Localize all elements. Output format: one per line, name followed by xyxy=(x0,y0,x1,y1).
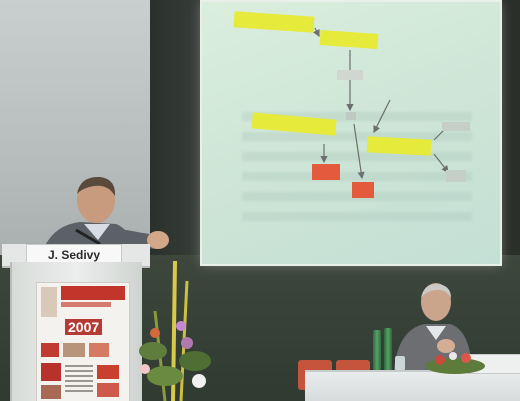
poster-image-5 xyxy=(97,365,119,379)
slide-box-top-right xyxy=(319,29,379,50)
podium-poster: 2007 xyxy=(36,282,130,401)
poster-image-4 xyxy=(41,363,61,381)
water-bottle-2 xyxy=(384,328,392,372)
poster-image-2 xyxy=(63,343,85,357)
back-wall-left xyxy=(0,0,160,260)
slide-label-small xyxy=(346,112,356,120)
speaker-hair xyxy=(77,176,116,196)
poster-subheader xyxy=(61,302,111,307)
slide-box-red-center xyxy=(352,182,374,198)
speaker-hand xyxy=(147,231,169,249)
speaker-head xyxy=(77,177,115,223)
panelist-head xyxy=(421,283,451,321)
poster-side-image xyxy=(41,287,57,317)
speaker-collar xyxy=(84,224,110,240)
slide-arrow-diag xyxy=(373,99,391,134)
slide-arrow-center xyxy=(353,123,365,180)
projection-screen xyxy=(202,2,500,264)
poster-image-3 xyxy=(89,343,109,357)
flower-arrangement xyxy=(139,260,211,401)
table-flowers xyxy=(425,352,485,374)
poster-image-7 xyxy=(97,383,119,397)
slide-arrow-right-down xyxy=(433,153,449,173)
slide-arrow-top xyxy=(313,27,320,38)
slide-box-mid-right xyxy=(366,136,432,156)
slide-label-right-top xyxy=(442,122,470,131)
slide-pathway-diagram xyxy=(233,11,470,198)
slide-label-right-bottom xyxy=(446,170,466,182)
panelist-collar xyxy=(426,326,446,340)
panel-table xyxy=(305,370,520,401)
poster-image-1 xyxy=(41,343,59,357)
poster-year: 2007 xyxy=(65,319,103,335)
microphone-icon xyxy=(75,228,101,246)
water-bottle-1 xyxy=(373,330,381,372)
back-wall-pillar xyxy=(150,0,210,260)
slide-label-middle xyxy=(337,70,363,80)
glass xyxy=(395,356,405,370)
panelist-hair xyxy=(421,283,451,298)
slide-box-red-left xyxy=(312,164,340,180)
poster-text-block xyxy=(65,365,93,395)
poster-header xyxy=(61,286,125,300)
slide-box-mid-left xyxy=(251,112,337,136)
poster-image-6 xyxy=(41,385,61,399)
slide-box-top-left xyxy=(233,11,315,33)
panelist-hand xyxy=(437,339,455,353)
